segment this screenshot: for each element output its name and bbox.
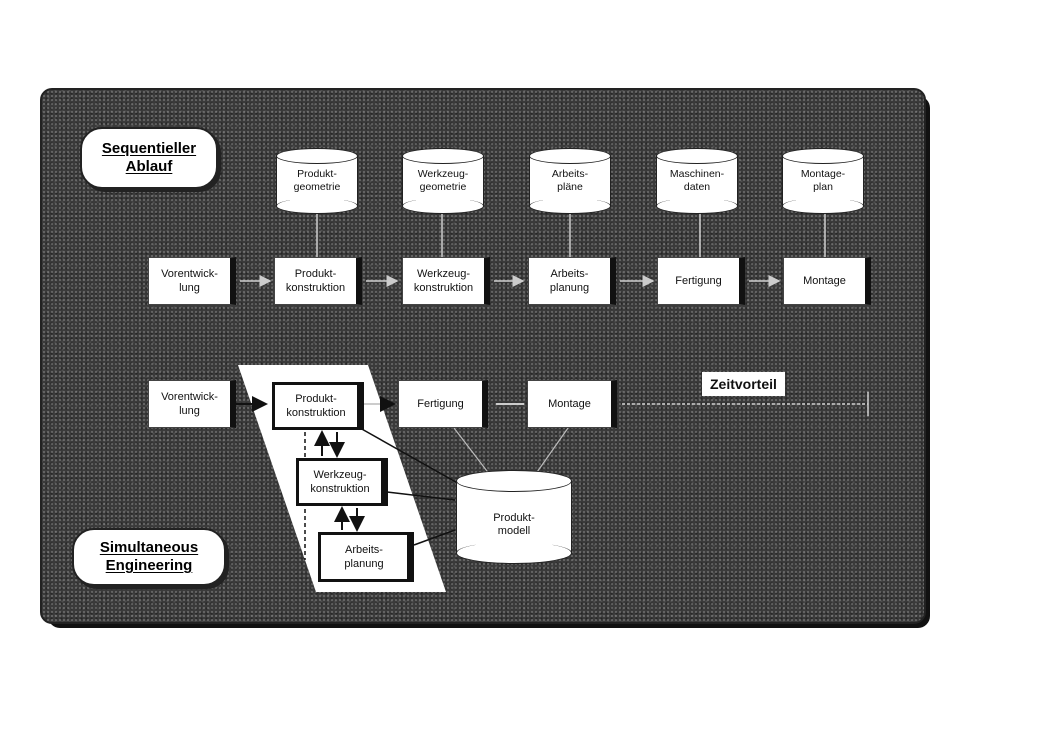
sim-arrows [235, 396, 524, 532]
model-links-light [453, 427, 569, 476]
sim-produktkonstruktion: Produkt- konstruktion [272, 382, 364, 430]
db-label: Produkt- geometrie [293, 168, 341, 193]
sim-montage: Montage [527, 380, 617, 428]
sim-werkzeugkonstruktion: Werkzeug- konstruktion [296, 458, 388, 506]
db-label: Arbeits- pläne [551, 168, 589, 193]
db-montageplan: Montage- plan [782, 148, 864, 214]
db-label: Maschinen- daten [669, 168, 725, 193]
seq-produktkonstruktion: Produkt- konstruktion [274, 257, 362, 305]
db-label: Montage- plan [800, 168, 846, 193]
db-links [316, 212, 826, 258]
sequential-label: Sequentieller Ablauf [80, 127, 218, 189]
db-werkzeuggeometrie: Werkzeug- geometrie [402, 148, 484, 214]
db-produktgeometrie: Produkt- geometrie [276, 148, 358, 214]
db-arbeitsplaene: Arbeits- pläne [529, 148, 611, 214]
zeitvorteil-label: Zeitvorteil [702, 372, 785, 396]
seq-arbeitsplanung: Arbeits- planung [528, 257, 616, 305]
seq-vorentwicklung: Vorentwick- lung [148, 257, 236, 305]
sim-arbeitsplanung: Arbeits- planung [318, 532, 414, 582]
sequential-label-line2: Ablauf [125, 158, 173, 175]
seq-montage: Montage [783, 257, 871, 305]
seq-werkzeugkonstruktion: Werkzeug- konstruktion [402, 257, 490, 305]
simultaneous-label: Simultaneous Engineering [72, 528, 226, 586]
simultaneous-label-line2: Engineering [105, 557, 193, 574]
db-label: Produkt- modell [493, 512, 535, 537]
sim-fertigung: Fertigung [398, 380, 488, 428]
simultaneous-label-line1: Simultaneous [99, 539, 199, 556]
seq-fertigung: Fertigung [657, 257, 745, 305]
db-maschinendaten: Maschinen- daten [656, 148, 738, 214]
sequential-label-line1: Sequentieller [101, 140, 197, 157]
sim-vorentwicklung: Vorentwick- lung [148, 380, 236, 428]
model-links [359, 427, 471, 546]
db-produktmodell: Produkt- modell [456, 470, 572, 564]
db-label: Werkzeug- geometrie [417, 168, 469, 193]
